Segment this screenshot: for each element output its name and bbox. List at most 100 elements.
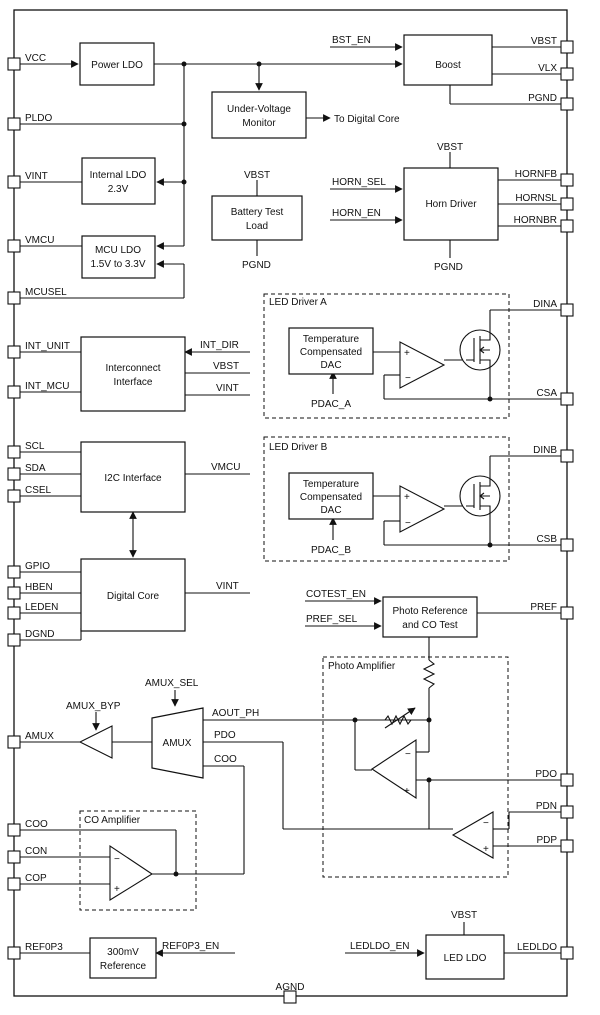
- pin-hben[interactable]: [7, 586, 21, 600]
- pin-vlx[interactable]: [560, 67, 574, 81]
- pin-sda[interactable]: [7, 467, 21, 481]
- pin-amux-label: AMUX: [25, 731, 54, 742]
- dac-a-label-1: Temperature: [303, 334, 360, 345]
- pin-amux[interactable]: [7, 735, 21, 749]
- pin-gpio-label: GPIO: [25, 561, 50, 572]
- blocks: Power LDO Boost Under-Voltage Monitor In…: [79, 34, 505, 980]
- sig-amux-sel: AMUX_SEL: [145, 678, 199, 689]
- dac-a-label-3: DAC: [320, 360, 341, 371]
- led-b-plus: +: [404, 492, 410, 503]
- pin-pgnd[interactable]: [560, 97, 574, 111]
- pin-hornfb-label: HORNFB: [515, 169, 558, 180]
- power-ldo-label: Power LDO: [91, 60, 143, 71]
- dac-a-block: [288, 327, 374, 375]
- wires: [20, 43, 567, 1000]
- sig-horn-en: HORN_EN: [332, 208, 381, 219]
- pin-pdn[interactable]: [560, 805, 574, 819]
- pin-pref-label: PREF: [530, 602, 557, 613]
- junctions: [173, 61, 493, 877]
- pin-con-label: CON: [25, 846, 47, 857]
- pin-dinb[interactable]: [560, 449, 574, 463]
- pin-vcc-label: VCC: [25, 53, 46, 64]
- pin-ref0p3[interactable]: [7, 946, 21, 960]
- pin-pref[interactable]: [560, 606, 574, 620]
- pin-ledldo[interactable]: [560, 946, 574, 960]
- sig-horn-vbst: VBST: [437, 142, 463, 153]
- mcu-ldo-label-2: 1.5V to 3.3V: [90, 259, 145, 270]
- dac-b-label-3: DAC: [320, 505, 341, 516]
- pin-pldo-label: PLDO: [25, 113, 52, 124]
- pin-hben-label: HBEN: [25, 582, 53, 593]
- pin-csa-label: CSA: [536, 388, 557, 399]
- pin-dgnd[interactable]: [7, 633, 21, 647]
- pin-pdp[interactable]: [560, 839, 574, 853]
- pin-csb[interactable]: [560, 538, 574, 552]
- mcu-ldo-label-1: MCU LDO: [95, 245, 141, 256]
- internal-ldo-block: [81, 157, 156, 205]
- pin-scl[interactable]: [7, 445, 21, 459]
- reference-block: [89, 937, 157, 979]
- pin-hornbr[interactable]: [560, 219, 574, 233]
- dac-b-block: [288, 472, 374, 520]
- reference-label-2: Reference: [100, 961, 147, 972]
- pin-csel[interactable]: [7, 489, 21, 503]
- sig-aout-ph: AOUT_PH: [212, 708, 259, 719]
- pin-int-mcu[interactable]: [7, 385, 21, 399]
- pin-pgnd-label: PGND: [528, 93, 557, 104]
- amplifiers: + − + − − + − + − +: [78, 322, 501, 901]
- pin-csel-label: CSEL: [25, 485, 52, 496]
- pd-opamp: [451, 811, 494, 859]
- photo-opamp-plus: +: [404, 786, 410, 797]
- i2c-label: I2C Interface: [104, 473, 162, 484]
- pin-leden[interactable]: [7, 606, 21, 620]
- sig-i2c-vmcu: VMCU: [211, 462, 240, 473]
- pin-cop[interactable]: [7, 877, 21, 891]
- left-pins: VCCPLDOVINTVMCUMCUSELINT_UNITINT_MCUSCLS…: [7, 53, 70, 960]
- pin-pdo[interactable]: [560, 773, 574, 787]
- pin-csa[interactable]: [560, 392, 574, 406]
- dac-a-label-2: Compensated: [300, 347, 362, 358]
- pin-coo[interactable]: [7, 823, 21, 837]
- pin-hornsl-label: HORNSL: [515, 193, 557, 204]
- sig-to-digital-core: To Digital Core: [334, 114, 400, 125]
- pin-dina[interactable]: [560, 303, 574, 317]
- pin-vbst[interactable]: [560, 40, 574, 54]
- pin-ledldo-label: LEDLDO: [517, 942, 557, 953]
- photo-amplifier-label: Photo Amplifier: [328, 661, 396, 672]
- sig-dc-vint: VINT: [216, 581, 239, 592]
- pin-int-unit[interactable]: [7, 345, 21, 359]
- boost-block: [403, 34, 493, 86]
- pin-scl-label: SCL: [25, 441, 45, 452]
- internal-ldo-label-2: 2.3V: [108, 184, 129, 195]
- pin-vbst-label: VBST: [531, 36, 557, 47]
- pin-gpio[interactable]: [7, 565, 21, 579]
- digital-core-label: Digital Core: [107, 591, 160, 602]
- pin-con[interactable]: [7, 850, 21, 864]
- sig-coo: COO: [214, 754, 237, 765]
- sig-bst-en: BST_EN: [332, 35, 371, 46]
- pin-mcusel[interactable]: [7, 291, 21, 305]
- pin-vmcu[interactable]: [7, 239, 21, 253]
- sig-ic-vbst: VBST: [213, 361, 239, 372]
- led-ldo-label: LED LDO: [444, 953, 487, 964]
- led-driver-b-label: LED Driver B: [269, 442, 328, 453]
- sig-pdo: PDO: [214, 730, 236, 741]
- dac-b-label-1: Temperature: [303, 479, 360, 490]
- sig-ic-vint: VINT: [216, 383, 239, 394]
- digital-core-block: [80, 558, 186, 632]
- pin-pldo[interactable]: [7, 117, 21, 131]
- mcu-ldo-block: [81, 235, 156, 279]
- pin-vcc[interactable]: [7, 57, 21, 71]
- sig-horn-sel: HORN_SEL: [332, 177, 386, 188]
- pin-agnd[interactable]: [283, 990, 297, 1004]
- amux-buffer: [78, 725, 113, 759]
- pin-pdo-label: PDO: [535, 769, 557, 780]
- pin-hornsl[interactable]: [560, 197, 574, 211]
- pin-vint[interactable]: [7, 175, 21, 189]
- pin-dina-label: DINA: [533, 299, 557, 310]
- led-b-minus: −: [405, 518, 411, 529]
- power-ldo-block: [79, 42, 155, 86]
- i2c-block: [80, 441, 186, 513]
- led-a-plus: +: [404, 348, 410, 359]
- pin-hornfb[interactable]: [560, 173, 574, 187]
